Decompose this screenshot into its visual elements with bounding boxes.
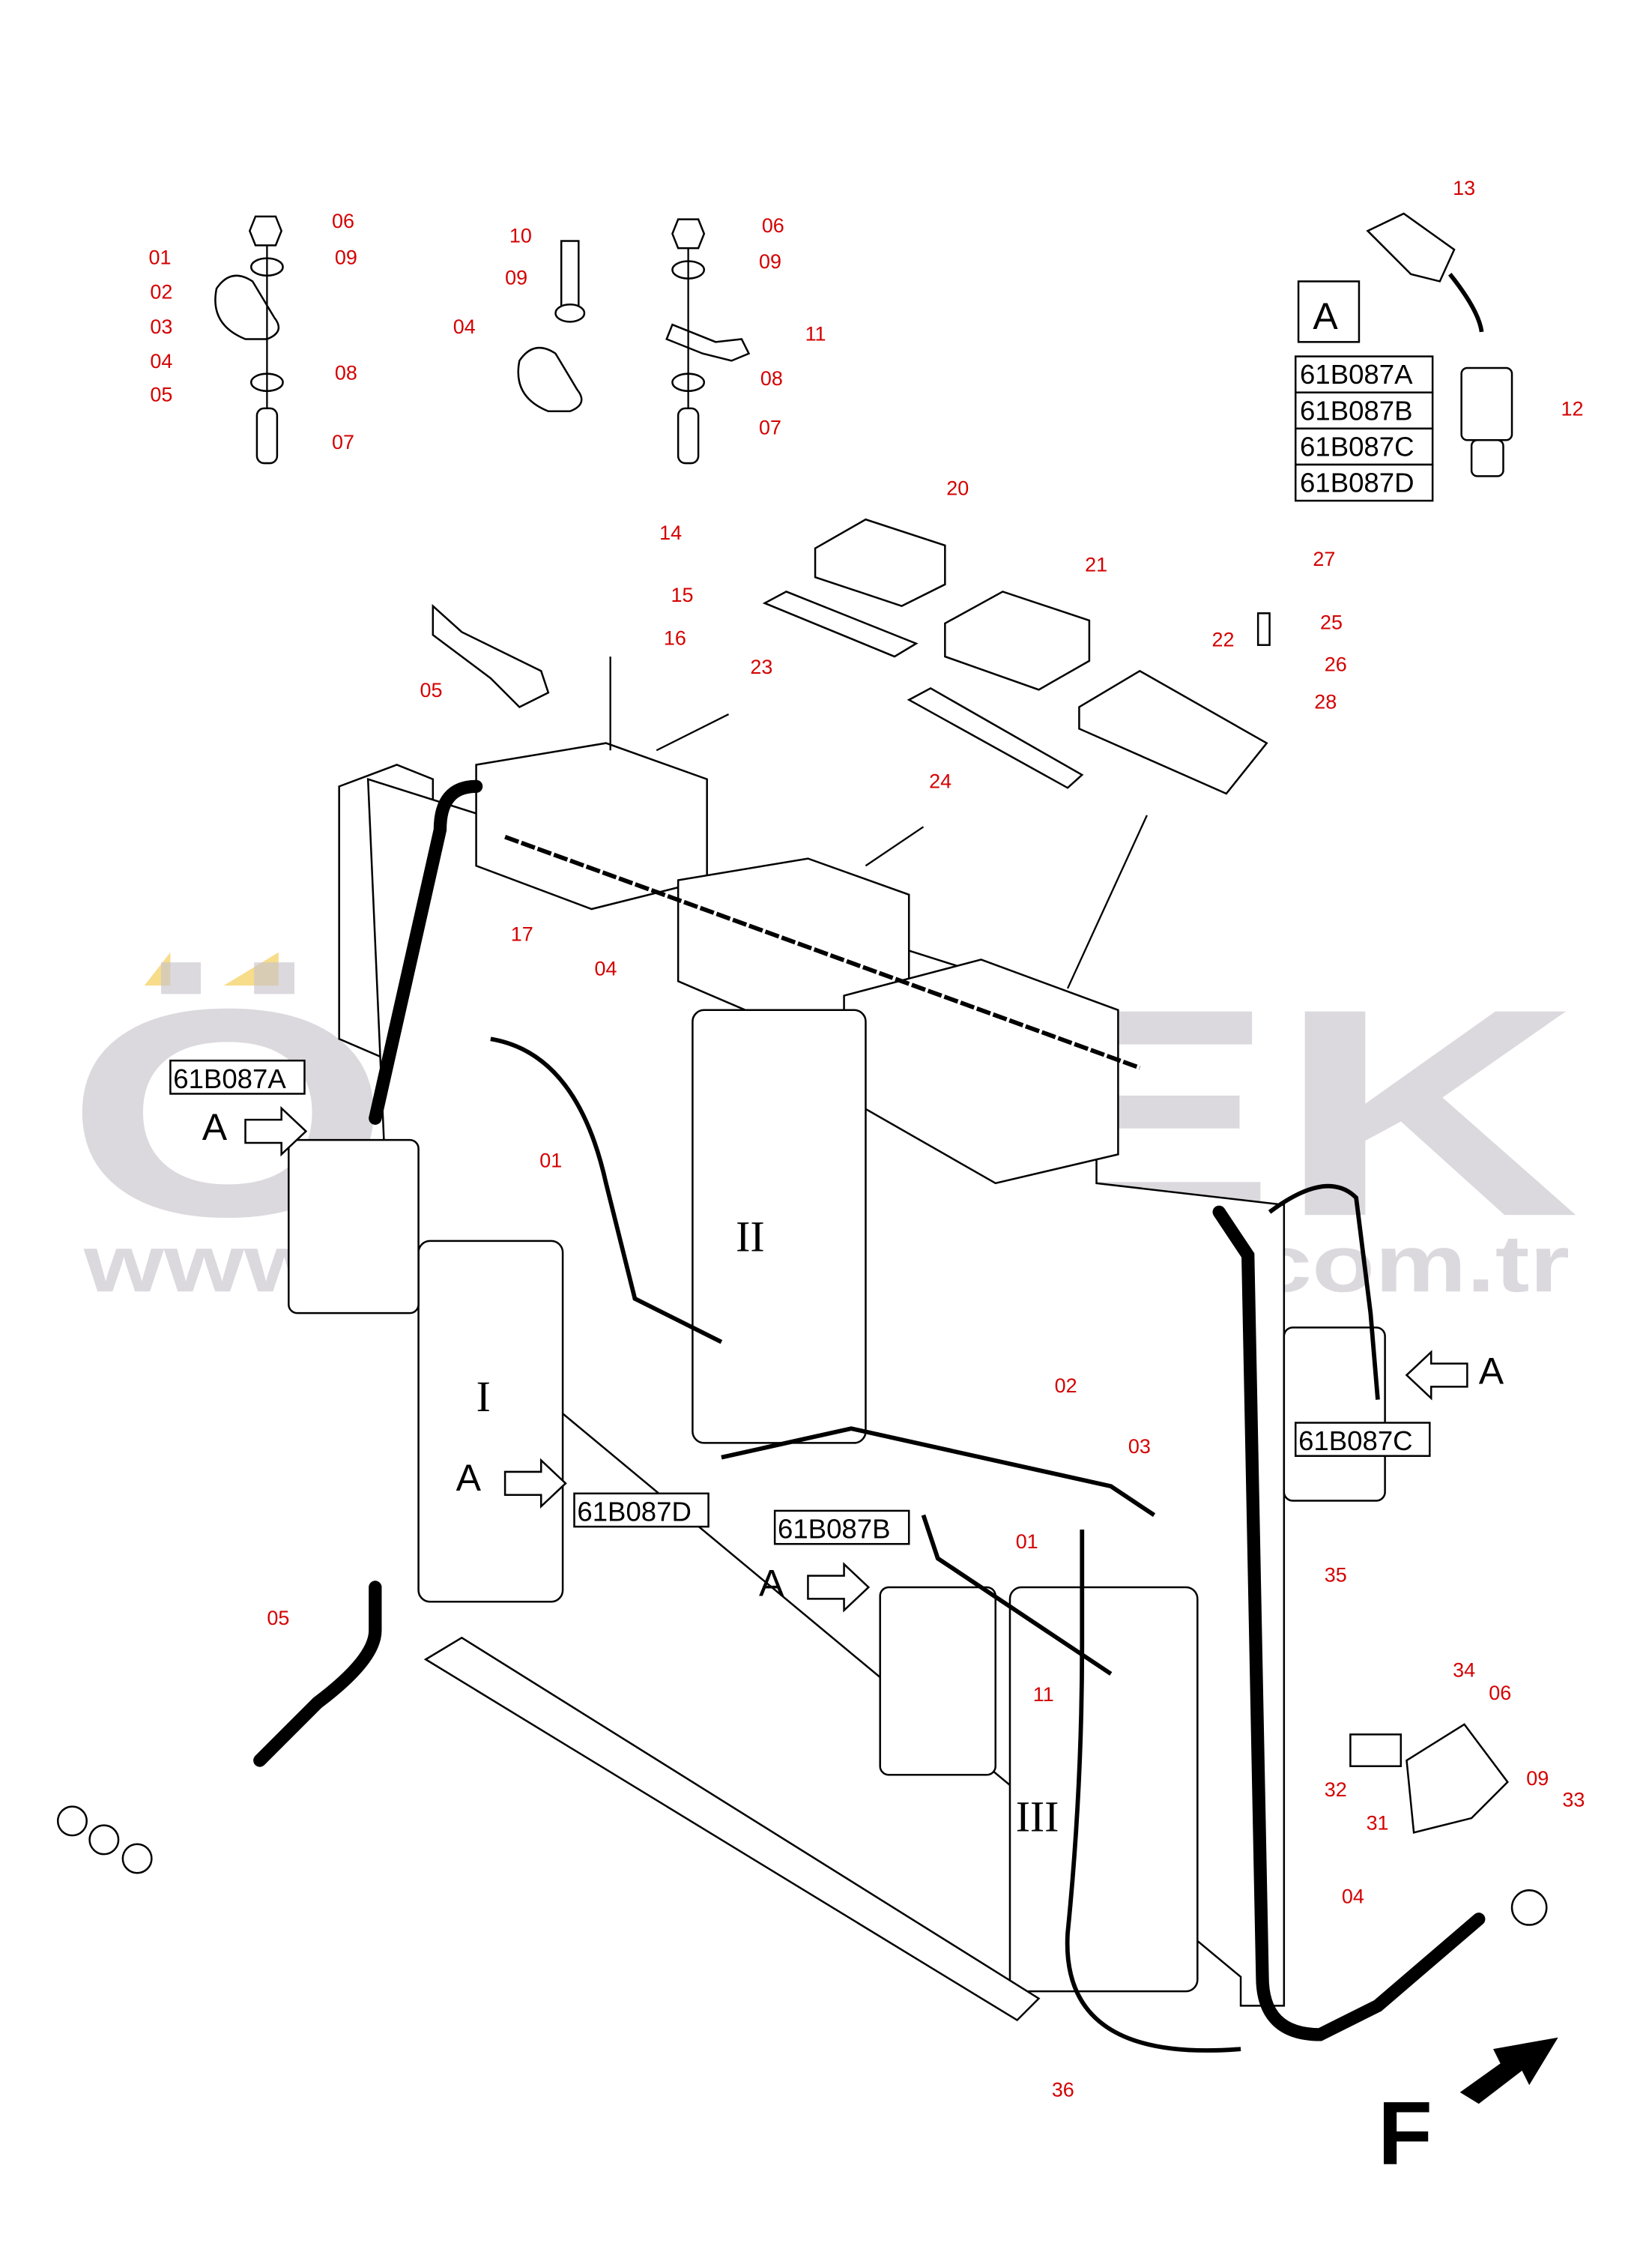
callout-label: 32: [1325, 1778, 1347, 1801]
part-tag-box: [1294, 1422, 1431, 1458]
direction-letter: F: [1378, 2084, 1432, 2184]
part-tag: 61B087B: [778, 1514, 891, 1545]
part-tag-box: [169, 1059, 306, 1095]
callout-label: 04: [1342, 1886, 1364, 1908]
part-tag: 61B087D: [577, 1496, 692, 1527]
callout-label: 04: [150, 350, 172, 372]
connector-cover: [1349, 1723, 1509, 1834]
view-arrow-letter: A: [202, 1106, 228, 1148]
callout-label: 05: [420, 679, 442, 701]
clamp-assembly-2: [517, 240, 586, 412]
callout-label: 02: [1055, 1374, 1077, 1397]
valve-section-label: III: [1016, 1793, 1059, 1841]
view-arrow-icon: [244, 1105, 308, 1157]
valve-block-iii: [1008, 1586, 1199, 1993]
callout-label: 05: [267, 1607, 289, 1629]
callout-label: 12: [1561, 398, 1584, 420]
valve-rail: [423, 1636, 1041, 2022]
cover-plates: [762, 518, 1271, 795]
callout-label: 07: [759, 417, 781, 439]
valve-frame: [288, 603, 1386, 2022]
callout-label: 04: [594, 958, 617, 980]
part-tag-box: [573, 1492, 709, 1528]
filter-right: [1283, 1326, 1386, 1502]
callout-label: 03: [150, 316, 172, 338]
view-arrow-letter: A: [1479, 1350, 1504, 1392]
valve-block-ii: [692, 1009, 867, 1444]
legend-part-number: 61B087A: [1300, 359, 1413, 390]
callout-label: 01: [149, 246, 172, 268]
callout-label: 09: [335, 246, 357, 268]
valve-section-label: I: [476, 1374, 491, 1421]
filter-left: [288, 1138, 420, 1314]
callout-label: 11: [805, 322, 826, 345]
callout-label: 06: [1489, 1682, 1511, 1704]
view-arrow-icon: [503, 1458, 567, 1509]
callout-label: 13: [1453, 177, 1475, 199]
view-a-letter: A: [1313, 295, 1338, 337]
view-arrow-letter: A: [759, 1563, 784, 1605]
callout-label: 35: [1325, 1563, 1347, 1586]
callout-label: 11: [1033, 1683, 1054, 1706]
callout-label: 09: [759, 250, 781, 273]
callout-label: 08: [760, 367, 783, 390]
callout-label: 23: [750, 656, 772, 678]
callout-label: 17: [511, 923, 533, 945]
filter-middle: [879, 1586, 996, 1776]
pressure-sensor: [1366, 212, 1513, 477]
watermark-accent: [223, 952, 279, 986]
callout-label: 03: [1128, 1435, 1151, 1458]
valve-block-i: [417, 1240, 564, 1603]
view-arrow-icon: [807, 1562, 871, 1613]
callout-label: 06: [762, 214, 784, 237]
callout-label: 28: [1314, 690, 1337, 713]
callout-label: 25: [1320, 611, 1343, 633]
part-tag-box: [773, 1509, 910, 1545]
bracket-assembly-3: [665, 218, 751, 465]
valve-section-label: II: [736, 1213, 764, 1261]
callout-label: 02: [150, 281, 172, 304]
callout-label: 10: [509, 224, 532, 247]
callout-label: 09: [505, 266, 527, 289]
part-tag: 61B087C: [1298, 1425, 1413, 1456]
callout-label: 05: [150, 383, 172, 405]
callout-label: 24: [929, 770, 951, 792]
callout-label: 15: [671, 584, 694, 606]
direction-indicator: F: [1378, 2037, 1558, 2184]
clamp-assembly-1: [214, 215, 284, 465]
callout-label: 27: [1313, 548, 1335, 570]
view-arrow-letter: A: [456, 1457, 482, 1499]
callout-label: 07: [332, 431, 354, 453]
forward-arrow-icon: [1459, 2037, 1558, 2104]
callout-label: 22: [1212, 629, 1235, 651]
callout-label: 26: [1325, 653, 1347, 675]
callout-label: 09: [1526, 1767, 1549, 1790]
callout-label: 14: [659, 522, 682, 544]
callout-label: 21: [1085, 553, 1107, 576]
callout-label: 36: [1052, 2079, 1074, 2101]
legend-part-number: 61B087B: [1300, 395, 1413, 426]
callout-label: 34: [1453, 1658, 1475, 1681]
callout-label: 04: [453, 316, 476, 338]
callout-label: 01: [539, 1150, 562, 1172]
callout-label: 31: [1367, 1811, 1389, 1834]
callout-label: 20: [946, 477, 969, 499]
legend-part-number: 61B087C: [1300, 431, 1415, 462]
part-tag: 61B087A: [173, 1063, 286, 1094]
hoses: [56, 656, 1548, 2053]
callout-label: 01: [1016, 1530, 1038, 1553]
callout-label: 06: [332, 210, 354, 232]
view-a-legend: A 61B087A 61B087B 61B087C 61B087D: [1294, 280, 1434, 502]
legend-part-number: 61B087D: [1300, 468, 1415, 498]
callout-label: 33: [1562, 1789, 1585, 1811]
callout-label: 08: [335, 361, 357, 384]
callout-label: 16: [664, 627, 686, 650]
view-arrow-icon: [1405, 1350, 1468, 1401]
